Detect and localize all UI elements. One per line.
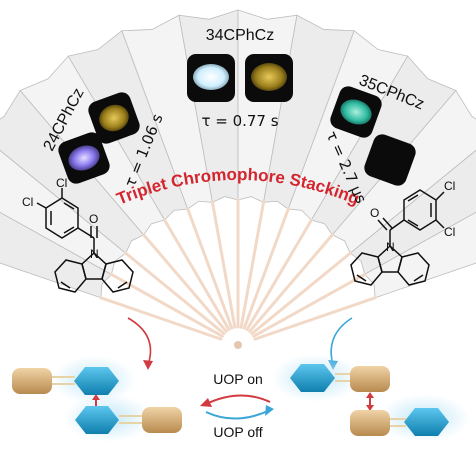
uop-off-label: UOP off	[213, 424, 262, 440]
right-o: O	[370, 206, 379, 220]
stacking-right	[272, 354, 470, 442]
lifetime-34CPhCz: τ = 0.77 s	[201, 112, 278, 130]
fan-rib	[163, 218, 231, 331]
fan-rib	[250, 251, 352, 336]
capsule-right-1	[350, 366, 390, 392]
hexagon-right-2	[404, 408, 449, 436]
hexagon-right-1	[290, 364, 335, 392]
fan-pleat	[349, 149, 476, 275]
left-o: O	[89, 212, 98, 226]
fan-rib	[210, 200, 237, 329]
right-n: N	[386, 240, 395, 254]
curved-arrow-red	[127, 317, 152, 366]
hexagon-left-2	[75, 406, 119, 434]
crystal-photo-yellow	[245, 54, 293, 102]
capsule-left-2	[142, 407, 182, 433]
fan-rib	[242, 207, 290, 330]
right-cl-top: Cl	[444, 179, 455, 193]
uop-off-arrow	[205, 409, 271, 420]
left-cl-left: Cl	[22, 195, 33, 209]
molecule-left	[36, 188, 134, 293]
fan-rib	[248, 233, 334, 333]
molecule-right	[350, 189, 445, 286]
fan-rib	[245, 218, 313, 331]
fan-pivot	[234, 341, 242, 349]
fan-ribs	[99, 198, 377, 341]
hexagon-left-1	[74, 367, 119, 395]
right-cl-bottom: Cl	[444, 225, 455, 239]
fan-rib	[253, 296, 377, 341]
left-n: N	[90, 247, 99, 261]
fan-rib	[186, 207, 234, 330]
fan-pleat	[0, 211, 113, 299]
curved-arrow-red-head	[143, 360, 153, 370]
compound-label-34CPhCz: 34CPhCz	[206, 27, 274, 44]
fan-rib	[142, 233, 228, 333]
crystal-photo-dark	[364, 134, 416, 186]
left-cl-top: Cl	[56, 176, 67, 190]
crystal-photo-violet	[58, 132, 110, 184]
uop-on-label: UOP on	[213, 371, 263, 387]
uop-on-arrow	[205, 394, 271, 405]
fan-rib	[239, 200, 266, 329]
capsule-right-2	[350, 410, 390, 436]
stacking-left	[12, 356, 182, 442]
fan-rib	[124, 251, 226, 336]
crystal-photo-yellow-24	[88, 92, 140, 144]
crystal-photo-teal	[330, 86, 382, 138]
fan-rib	[252, 272, 367, 338]
fan-rib	[99, 296, 223, 341]
crystal-photo-white	[187, 54, 235, 102]
capsule-left-1	[12, 368, 52, 394]
